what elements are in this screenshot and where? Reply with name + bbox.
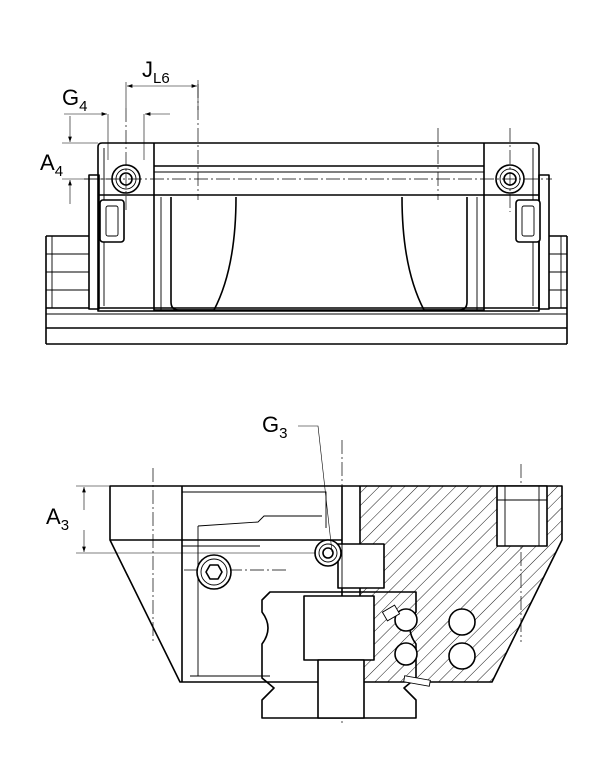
carriage-left-half bbox=[109, 485, 343, 683]
retaining-screw bbox=[196, 554, 232, 590]
dimension-a4: A4 bbox=[40, 116, 112, 204]
grease-nipple-left bbox=[99, 199, 125, 243]
dimension-a3: A3 bbox=[46, 485, 316, 554]
grease-nipple-right bbox=[515, 199, 541, 243]
dimension-jl6: JL6 bbox=[125, 57, 199, 110]
section-view: A3 G3 bbox=[46, 412, 563, 726]
label-a4: A4 bbox=[40, 150, 63, 180]
label-g4: G4 bbox=[62, 85, 87, 115]
label-g3: G3 bbox=[262, 412, 287, 442]
label-a3: A3 bbox=[46, 504, 69, 534]
rail bbox=[45, 235, 568, 345]
end-seal-left bbox=[88, 174, 100, 310]
dimension-g4: G4 bbox=[62, 85, 170, 160]
end-seal-right bbox=[538, 174, 550, 310]
rail-section bbox=[261, 591, 417, 719]
top-view: JL6 G4 A4 bbox=[40, 57, 568, 345]
carriage-top bbox=[97, 142, 540, 312]
label-jl6: JL6 bbox=[142, 57, 170, 87]
rolling-balls bbox=[381, 604, 431, 687]
leader-g3: G3 bbox=[262, 412, 333, 553]
lube-plug bbox=[314, 539, 342, 567]
